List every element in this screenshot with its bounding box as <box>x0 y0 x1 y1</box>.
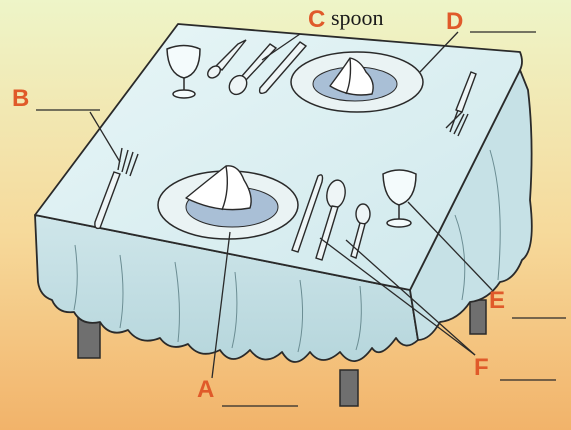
label-d: D <box>446 8 463 35</box>
label-a: A <box>197 376 214 403</box>
label-e: E <box>489 287 505 314</box>
label-f: F <box>474 354 489 381</box>
label-c-answer: spoon <box>331 5 384 30</box>
label-c: C <box>308 6 325 33</box>
label-b: B <box>12 85 29 112</box>
